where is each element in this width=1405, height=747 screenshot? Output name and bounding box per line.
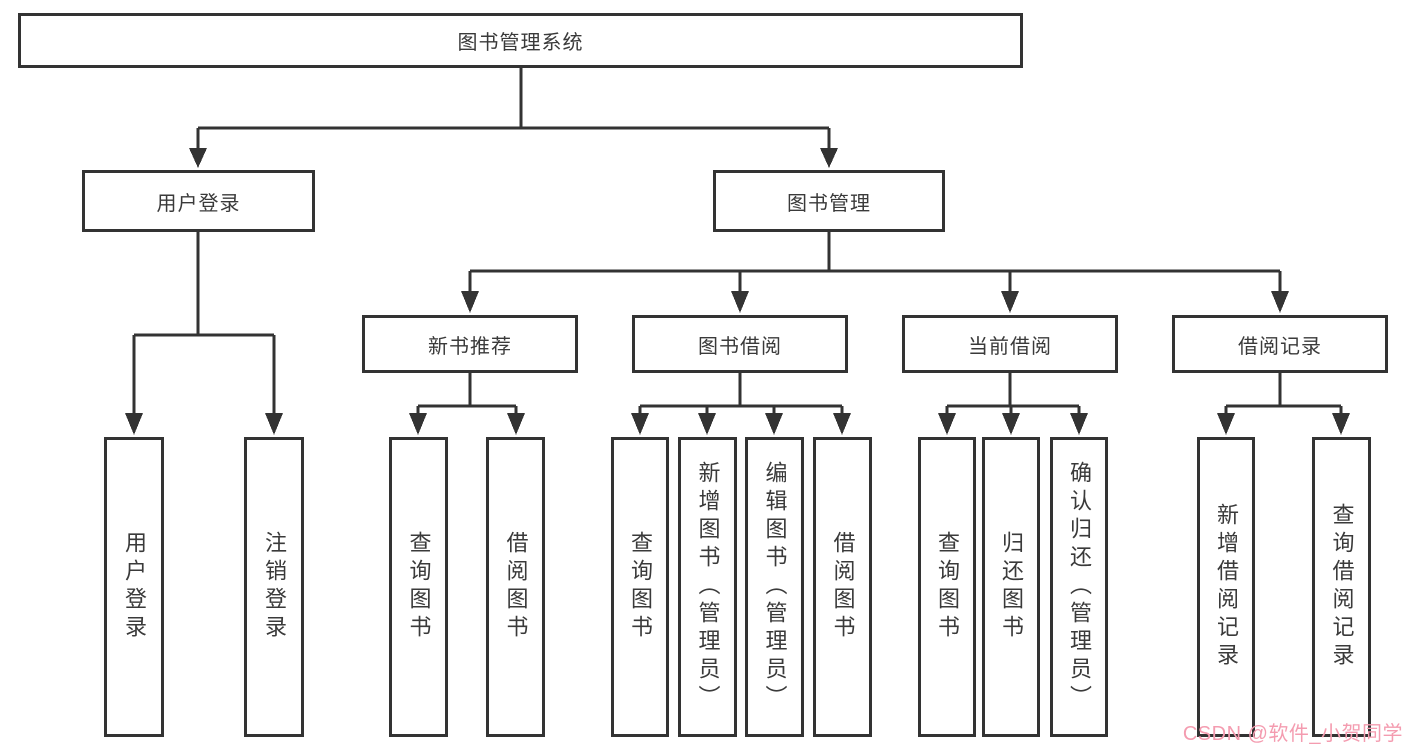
- connector-user-login: [125, 232, 283, 435]
- node-current-borrow: 当前借阅: [902, 315, 1118, 373]
- leaf-cb-return-books-label: 归还图书: [999, 531, 1024, 643]
- leaf-bb-query-books-label: 查询图书: [628, 531, 653, 643]
- leaf-br-query-record: 查询借阅记录: [1312, 437, 1371, 737]
- connector-new-book-rec: [409, 373, 525, 435]
- leaf-user-login-label: 用户登录: [122, 531, 147, 643]
- node-user-login: 用户登录: [82, 170, 315, 232]
- leaf-bb-query-books: 查询图书: [611, 437, 669, 737]
- node-book-borrow: 图书借阅: [632, 315, 848, 373]
- leaf-cb-query-books: 查询图书: [918, 437, 976, 737]
- csdn-watermark: CSDN @软件_小贺同学: [1182, 723, 1403, 745]
- leaf-bb-add-books-admin: 新增图书（管理员）: [678, 437, 737, 737]
- leaf-nbr-query-books-label: 查询图书: [406, 531, 432, 643]
- leaf-logout: 注销登录: [244, 437, 304, 737]
- leaf-logout-label: 注销登录: [262, 531, 287, 643]
- node-root-system: 图书管理系统: [18, 13, 1023, 68]
- node-new-book-recommend: 新书推荐: [362, 315, 578, 373]
- connector-book-mgmt: [461, 232, 1289, 313]
- leaf-cb-confirm-return-admin-label: 确认归还（管理员）: [1067, 461, 1092, 713]
- leaf-user-login: 用户登录: [104, 437, 164, 737]
- leaf-br-add-record-label: 新增借阅记录: [1214, 503, 1239, 671]
- leaf-bb-borrow-books-label: 借阅图书: [830, 531, 856, 643]
- leaf-br-query-record-label: 查询借阅记录: [1329, 503, 1355, 671]
- leaf-br-add-record: 新增借阅记录: [1197, 437, 1255, 737]
- connector-root: [189, 68, 838, 168]
- connector-book-borrow: [631, 373, 851, 435]
- connector-borrow-records: [1217, 373, 1350, 435]
- leaf-bb-edit-books-admin: 编辑图书（管理员）: [745, 437, 804, 737]
- leaf-nbr-borrow-books: 借阅图书: [486, 437, 545, 737]
- leaf-cb-return-books: 归还图书: [982, 437, 1040, 737]
- leaf-bb-add-books-admin-label: 新增图书（管理员）: [695, 461, 721, 713]
- leaf-bb-borrow-books: 借阅图书: [813, 437, 872, 737]
- node-book-management: 图书管理: [713, 170, 945, 232]
- node-borrow-records: 借阅记录: [1172, 315, 1388, 373]
- leaf-cb-confirm-return-admin: 确认归还（管理员）: [1050, 437, 1108, 737]
- connector-current-borrow: [938, 373, 1088, 435]
- leaf-nbr-query-books: 查询图书: [389, 437, 448, 737]
- leaf-bb-edit-books-admin-label: 编辑图书（管理员）: [762, 461, 788, 713]
- leaf-nbr-borrow-books-label: 借阅图书: [503, 531, 529, 643]
- leaf-cb-query-books-label: 查询图书: [935, 531, 960, 643]
